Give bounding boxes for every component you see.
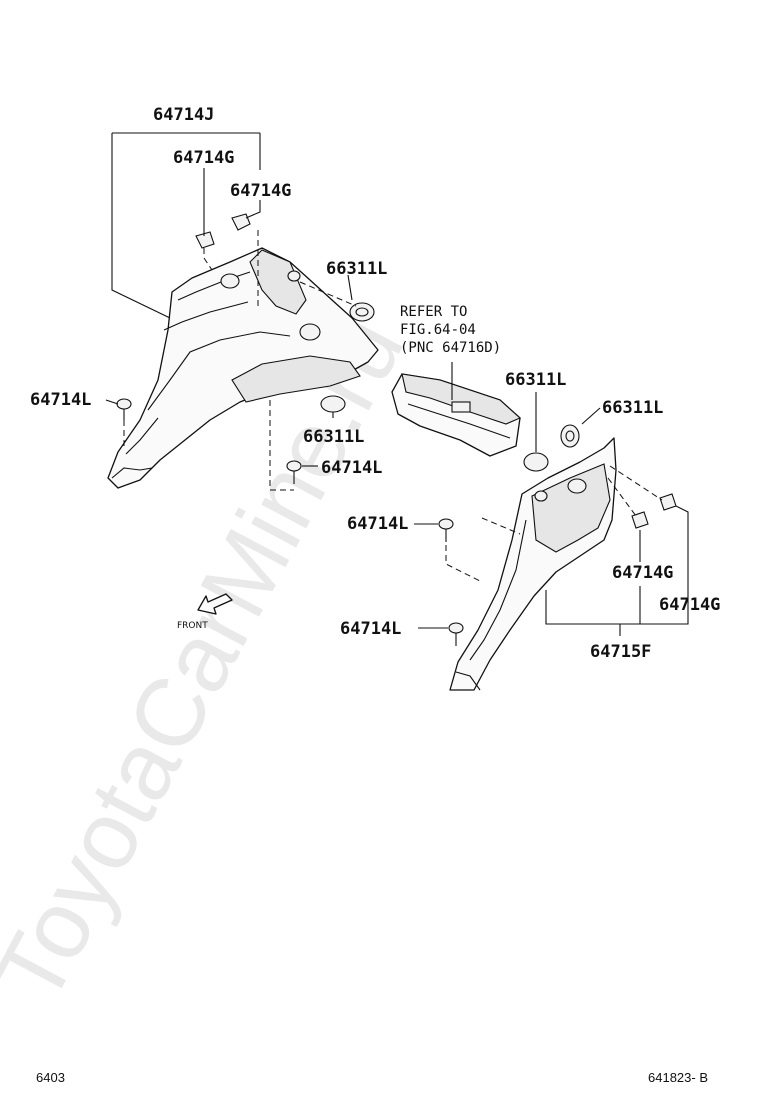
clip-66311L-left-lower [320, 395, 346, 413]
label-66311L-a: 66311L [326, 259, 387, 279]
label-64714J: 64714J [153, 105, 214, 125]
leader-64714J [111, 132, 261, 319]
refer-note-line2: FIG.64-04 [400, 322, 476, 338]
label-66311L-d: 66311L [602, 398, 663, 418]
label-66311L-c: 66311L [505, 370, 566, 390]
clip-64714L-right-b [448, 622, 464, 646]
center-trim-panel-64716D [391, 373, 522, 457]
clip-64714L-right-a [438, 518, 454, 542]
clip-64714G-right-b [659, 493, 677, 511]
label-64714G-c: 64714G [612, 563, 673, 583]
label-64714G-a: 64714G [173, 148, 234, 168]
clip-66311L-left-upper [349, 302, 375, 322]
front-arrow-icon [197, 593, 233, 615]
leader-64714G-b [245, 200, 261, 219]
label-64714G-b: 64714G [230, 181, 291, 201]
clip-64714G-upper [195, 213, 251, 249]
clip-66311L-right-a [523, 452, 549, 472]
label-66311L-b: 66311L [303, 427, 364, 447]
clip-64714L-left-side [116, 398, 132, 420]
refer-note-line3: (PNC 64716D) [400, 340, 501, 356]
left-quarter-trim-panel [107, 247, 379, 489]
label-64714G-d: 64714G [659, 595, 720, 615]
label-64714L-b: 64714L [321, 458, 382, 478]
leader-64715F [545, 505, 689, 636]
right-quarter-trim-panel [449, 437, 617, 691]
front-label: FRONT [177, 621, 208, 631]
label-64714L-d: 64714L [340, 619, 401, 639]
clip-66311L-right-b [560, 424, 580, 448]
clip-64714G-right-a [631, 511, 649, 529]
label-64714L-c: 64714L [347, 514, 408, 534]
refer-note-line1: REFER TO [400, 304, 467, 320]
clip-64714L-left-bottom [286, 460, 302, 484]
label-64714L-a: 64714L [30, 390, 91, 410]
footer-left: 6403 [36, 1070, 65, 1085]
footer-right: 641823- B [648, 1070, 708, 1085]
label-64715F: 64715F [590, 642, 651, 662]
